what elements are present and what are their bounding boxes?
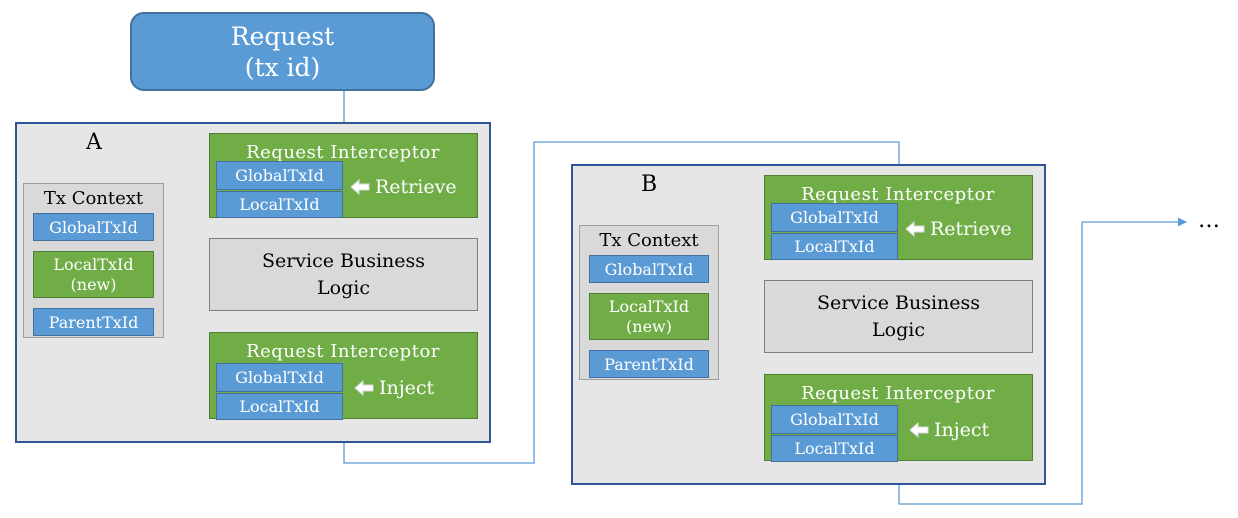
local-tx-id-label: LocalTxId — [53, 254, 134, 274]
service-a-inject-local-tx-id: LocalTxId — [216, 393, 343, 420]
service-b-retrieve-local-tx-id: LocalTxId — [771, 233, 898, 260]
service-b-context-local-tx-id: LocalTxId (new) — [589, 293, 709, 340]
business-logic-line1: Service Business — [816, 291, 981, 314]
left-arrow-icon — [909, 421, 929, 439]
business-logic-line2: Logic — [317, 276, 370, 299]
service-a-retrieve-global-tx-id: GlobalTxId — [216, 161, 343, 190]
service-b-context-parent-tx-id: ParentTxId — [589, 350, 709, 378]
service-a-label: A — [86, 130, 102, 155]
service-a-context-local-tx-id: LocalTxId (new) — [33, 251, 154, 298]
service-b-context-global-tx-id: GlobalTxId — [589, 255, 709, 283]
b-to-next-arrow — [898, 217, 1187, 505]
interceptor-title: Request Interceptor — [801, 382, 995, 404]
left-arrow-icon — [354, 379, 374, 397]
request-box: Request (tx id) — [130, 12, 435, 91]
a-to-b-arrow — [343, 141, 904, 464]
left-arrow-icon — [350, 178, 370, 196]
retrieve-action: Retrieve — [905, 218, 1012, 240]
retrieve-label: Retrieve — [930, 218, 1012, 240]
service-b-business-logic: Service Business Logic — [764, 280, 1033, 353]
request-title: Request — [230, 21, 335, 51]
local-tx-id-label: LocalTxId — [608, 296, 690, 316]
business-logic-line1: Service Business — [261, 249, 426, 272]
inject-label: Inject — [934, 419, 990, 441]
service-a-inject-global-tx-id: GlobalTxId — [216, 363, 343, 392]
inject-action: Inject — [909, 419, 989, 441]
service-a-context-global-tx-id: GlobalTxId — [33, 213, 154, 241]
service-b-inject-local-tx-id: LocalTxId — [771, 435, 898, 462]
interceptor-title: Request Interceptor — [246, 141, 440, 163]
service-a-retrieve-local-tx-id: LocalTxId — [216, 191, 343, 218]
continuation-ellipsis: … — [1198, 208, 1221, 233]
local-tx-id-new-tag: (new) — [70, 274, 117, 294]
request-tx-id: (tx id) — [244, 52, 321, 82]
inject-label: Inject — [379, 377, 435, 399]
service-a-business-logic: Service Business Logic — [209, 238, 478, 311]
interceptor-title: Request Interceptor — [801, 183, 995, 205]
inject-action: Inject — [354, 377, 434, 399]
service-b-retrieve-global-tx-id: GlobalTxId — [771, 203, 898, 232]
business-logic-line2: Logic — [872, 318, 925, 341]
retrieve-label: Retrieve — [375, 176, 457, 198]
interceptor-title: Request Interceptor — [246, 340, 440, 362]
service-b-inject-global-tx-id: GlobalTxId — [771, 405, 898, 434]
local-tx-id-new-tag: (new) — [626, 316, 672, 336]
tx-context-title: Tx Context — [43, 187, 144, 209]
service-b-label: B — [641, 172, 658, 197]
retrieve-action: Retrieve — [350, 176, 457, 198]
left-arrow-icon — [905, 220, 925, 238]
tx-context-title: Tx Context — [599, 229, 699, 251]
service-a-context-parent-tx-id: ParentTxId — [33, 308, 154, 336]
